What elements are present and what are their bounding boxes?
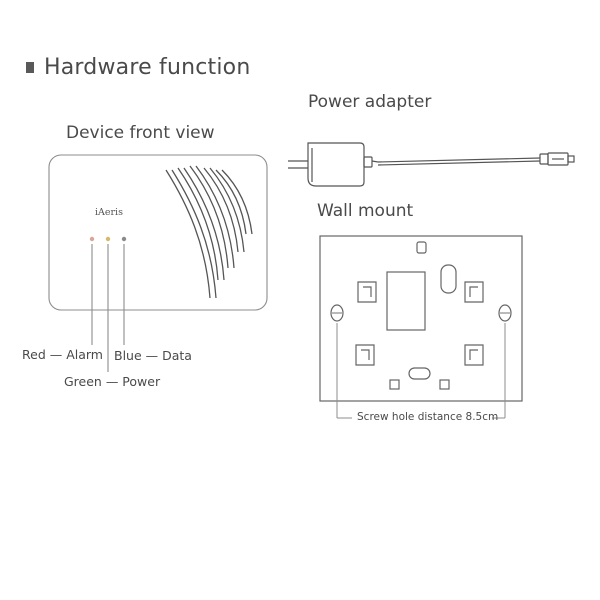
device-front (48, 154, 268, 372)
screw-hole-right (498, 304, 512, 322)
led-red-label: Red — Alarm (22, 347, 103, 362)
clip-top-left (357, 281, 377, 303)
clip-bottom-left (355, 344, 375, 366)
top-slot (416, 241, 427, 254)
front-view-title: Device front view (66, 123, 215, 143)
heading-title: Hardware function (44, 54, 251, 80)
clip-bottom-right (464, 344, 484, 366)
heading-bullet-icon (26, 61, 34, 73)
led-blue-icon (121, 236, 127, 242)
right-slot (440, 264, 457, 294)
device-logo: iAeris (95, 207, 123, 218)
mount-outline (319, 235, 523, 402)
power-adapter-title: Power adapter (308, 92, 432, 112)
screw-distance-label: Screw hole distance 8.5cm (357, 411, 499, 423)
bottom-square-right (439, 379, 450, 390)
led-red-icon (89, 236, 95, 242)
led-blue-label: Blue — Data (114, 348, 192, 363)
center-cutout (386, 271, 426, 331)
main-heading: Hardware function (26, 52, 250, 82)
wave-lines-icon (165, 165, 253, 299)
bottom-square-left (389, 379, 400, 390)
clip-top-right (464, 281, 484, 303)
device-body (48, 154, 268, 311)
led-green-label: Green — Power (64, 374, 161, 389)
screw-hole-left (330, 304, 344, 322)
power-adapter-icon (288, 142, 575, 187)
wall-mount-plate (319, 235, 523, 402)
wall-mount-title: Wall mount (317, 201, 414, 221)
screw-distance-dimension (336, 323, 506, 419)
led-green-icon (105, 236, 111, 242)
bottom-oval (408, 367, 431, 380)
